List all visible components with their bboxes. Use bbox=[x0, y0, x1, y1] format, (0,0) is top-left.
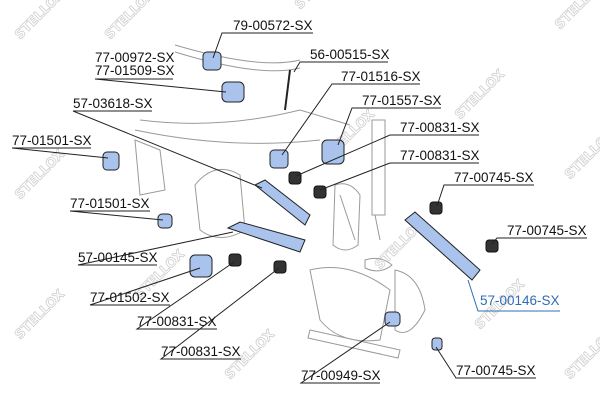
part-number-label: 77-01516-SX bbox=[341, 69, 421, 84]
bushing-77-00745-b bbox=[485, 239, 499, 253]
bushing-77-00831-a bbox=[288, 171, 302, 185]
stabilizer-link bbox=[284, 69, 291, 111]
part-label: 77-00831-SX bbox=[319, 148, 480, 191]
stabilizer-bar bbox=[174, 44, 301, 72]
coil-spring bbox=[332, 183, 361, 251]
leader-line bbox=[135, 261, 235, 330]
bushing-77-01516 bbox=[269, 149, 289, 169]
part-number-label: 77-01509-SX bbox=[95, 63, 175, 78]
stellox-watermark: STELLOX bbox=[562, 127, 600, 183]
bushing-77-01501-upper bbox=[102, 151, 120, 171]
bushing-77-00745-c bbox=[431, 337, 443, 351]
bushing-77-01501-lower bbox=[157, 213, 173, 229]
part-label: 77-00745-SX bbox=[491, 223, 587, 245]
leader-line bbox=[467, 279, 560, 312]
leader-line bbox=[319, 162, 479, 191]
part-number-label: 77-01501-SX bbox=[12, 133, 92, 148]
leader-line bbox=[72, 110, 263, 189]
subframe bbox=[134, 109, 351, 144]
spring-seat bbox=[364, 257, 393, 272]
part-number-label: 77-00831-SX bbox=[400, 120, 480, 135]
leader-line bbox=[435, 346, 536, 379]
part-label: 79-00572-SX bbox=[212, 18, 313, 59]
part-number-label: 77-00745-SX bbox=[454, 170, 534, 185]
part-number-label: 77-00972-SX bbox=[95, 50, 175, 65]
part-number-label: 77-01502-SX bbox=[90, 290, 170, 305]
part-label: 77-00831-SX bbox=[159, 267, 280, 360]
bushing-77-00831-b bbox=[313, 185, 327, 199]
leader-line bbox=[281, 83, 420, 156]
stabilizer-bushing bbox=[202, 51, 222, 71]
stellox-watermark: STELLOX bbox=[292, 0, 348, 13]
part-label: 77-01557-SX bbox=[337, 93, 442, 146]
part-number-label: 77-01501-SX bbox=[70, 196, 150, 211]
leader-line bbox=[295, 134, 479, 177]
part-number-label: 77-00831-SX bbox=[400, 148, 480, 163]
leader-line bbox=[212, 32, 313, 59]
leader-line bbox=[491, 237, 587, 245]
leader-line bbox=[89, 267, 201, 306]
arm-57-00146 bbox=[404, 211, 481, 281]
part-number-label: 77-00831-SX bbox=[137, 314, 217, 329]
part-number-label: 77-00949-SX bbox=[301, 368, 381, 383]
leader-line bbox=[299, 321, 391, 384]
part-number-label: 57-03618-SX bbox=[73, 96, 153, 111]
stellox-watermark: STELLOX bbox=[12, 287, 68, 343]
leader-line bbox=[77, 231, 234, 266]
part-label: 77-01502-SX bbox=[89, 267, 201, 306]
arm-57-03618 bbox=[254, 179, 311, 226]
part-label: 77-00831-SX bbox=[135, 261, 235, 330]
part-number-label: 77-00745-SX bbox=[507, 223, 587, 238]
stellox-watermark: STELLOX bbox=[12, 0, 68, 43]
part-label: 77-00972-SX bbox=[95, 50, 175, 65]
part-label: 77-00949-SX bbox=[299, 321, 391, 384]
stellox-watermark: STELLOX bbox=[452, 67, 508, 123]
stellox-watermark: STELLOX bbox=[102, 0, 158, 43]
part-label: 77-01501-SX bbox=[69, 196, 164, 221]
bushing-77-01502 bbox=[189, 254, 213, 278]
part-label: 77-01509-SX bbox=[94, 63, 227, 93]
stellox-watermark: STELLOX bbox=[12, 147, 68, 203]
leader-line bbox=[436, 184, 534, 207]
part-label: 57-00145-SX bbox=[77, 231, 234, 266]
knuckle-right bbox=[394, 269, 426, 333]
toe-link bbox=[307, 329, 401, 359]
part-label: 57-03618-SX bbox=[72, 96, 263, 189]
suspension-sketch bbox=[134, 44, 426, 359]
part-number-label: 77-00745-SX bbox=[456, 363, 536, 378]
part-label: 57-00146-SX bbox=[467, 279, 560, 312]
leader-line bbox=[293, 61, 388, 73]
stellox-watermark: STELLOX bbox=[552, 0, 600, 33]
leader-line bbox=[159, 267, 280, 360]
part-label: 77-00745-SX bbox=[436, 170, 534, 207]
bushing-77-00745-a bbox=[429, 201, 443, 215]
part-number-label: 57-00145-SX bbox=[78, 250, 158, 265]
leader-line bbox=[94, 78, 227, 93]
arm-57-00145 bbox=[226, 221, 306, 253]
bracket bbox=[134, 139, 166, 196]
leader-line bbox=[11, 147, 109, 159]
part-label: 77-01501-SX bbox=[11, 133, 109, 159]
part-number-label: 77-00831-SX bbox=[161, 344, 241, 359]
stellox-watermark: STELLOX bbox=[562, 327, 600, 383]
part-label: 56-00515-SX bbox=[293, 47, 390, 73]
part-label: 77-01516-SX bbox=[281, 69, 421, 156]
part-number-label: 57-00146-SX bbox=[480, 293, 560, 308]
part-number-label: 77-01557-SX bbox=[362, 93, 442, 108]
bushing-77-00831-d bbox=[273, 260, 287, 274]
shock-absorber bbox=[371, 119, 386, 241]
part-label: 77-00831-SX bbox=[295, 120, 480, 177]
leader-line bbox=[337, 107, 441, 146]
part-label: 77-00745-SX bbox=[435, 346, 536, 379]
part-number-label: 79-00572-SX bbox=[233, 18, 313, 33]
part-number-label: 56-00515-SX bbox=[310, 47, 390, 62]
leader-line bbox=[69, 210, 164, 221]
